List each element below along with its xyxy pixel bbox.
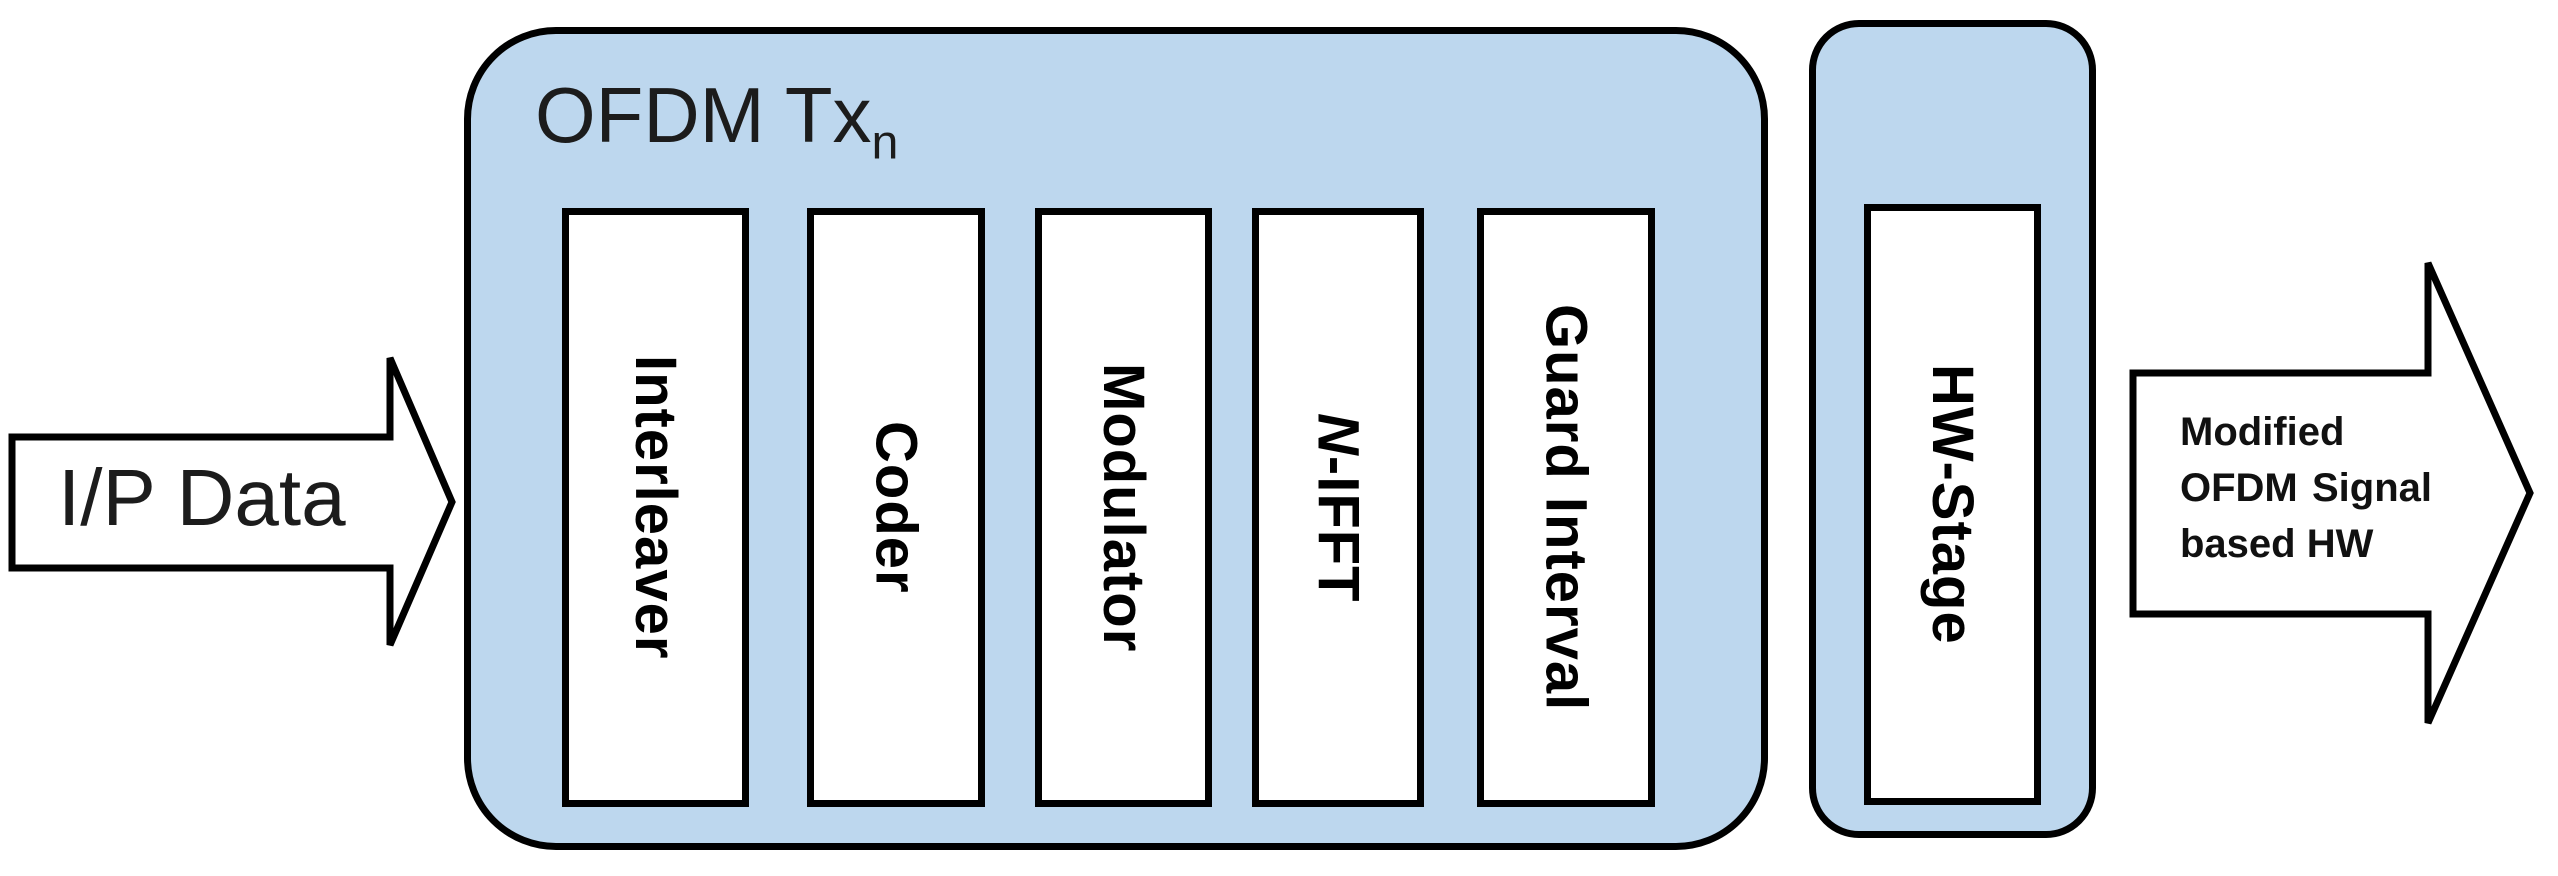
output-label-line3: based HW <box>2180 522 2374 566</box>
block-modulator-label: Modulator <box>1091 362 1156 653</box>
block-n-ifft: N-IFFT <box>1252 208 1424 807</box>
block-coder-label: Coder <box>863 421 929 594</box>
block-hw-stage-label: HW-Stage <box>1920 364 1985 645</box>
input-arrow-shape <box>8 356 456 647</box>
output-arrow-shape <box>2129 261 2534 725</box>
block-modulator: Modulator <box>1035 208 1212 807</box>
ofdm-tx-group: OFDM Txn Interleaver Coder Modulator N-I… <box>464 27 1768 850</box>
block-interleaver: Interleaver <box>562 208 749 807</box>
ofdm-tx-title-text: OFDM Tx <box>535 71 872 159</box>
block-interleaver-label: Interleaver <box>623 355 688 660</box>
output-label-line1: Modified <box>2180 410 2345 454</box>
block-guard-interval-label: Guard Interval <box>1533 303 1599 712</box>
output-label-line2: OFDM Signal <box>2180 466 2432 510</box>
input-arrow-label: I/P Data <box>58 453 346 542</box>
block-n-ifft-label: N-IFFT <box>1305 412 1371 603</box>
block-guard-interval: Guard Interval <box>1477 208 1655 807</box>
output-arrow-label: Modified OFDM Signal based HW <box>2180 404 2432 572</box>
block-hw-stage: HW-Stage <box>1864 204 2041 805</box>
ofdm-tx-group-title: OFDM Txn <box>535 76 898 167</box>
hw-stage-group: HW-Stage <box>1809 20 2096 838</box>
block-coder: Coder <box>807 208 985 807</box>
ofdm-tx-title-subscript: n <box>871 115 899 170</box>
